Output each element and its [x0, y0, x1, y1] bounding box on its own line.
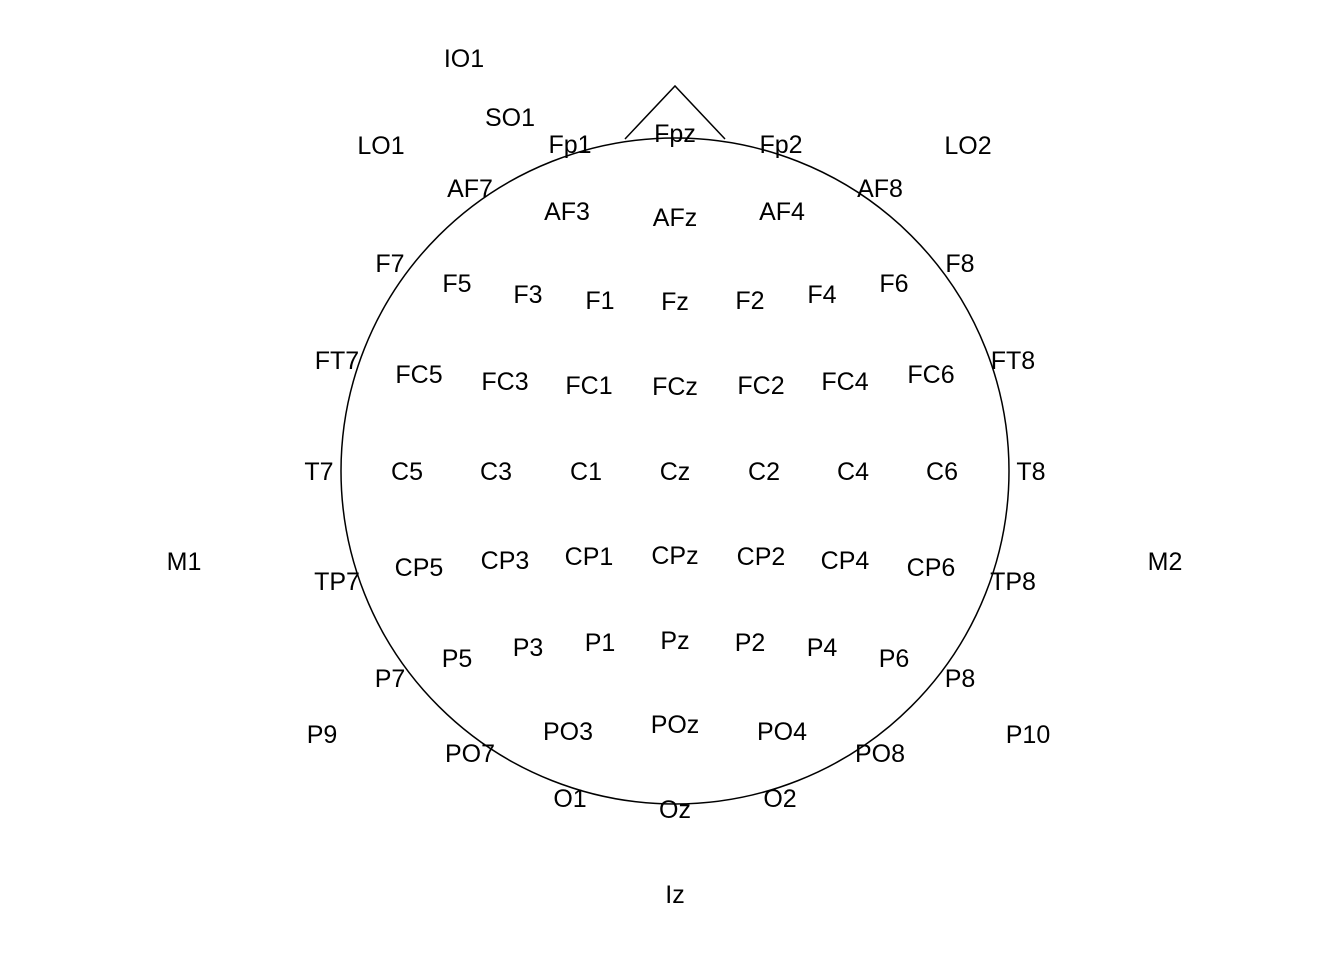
electrode-label-m1: M1 — [167, 548, 202, 576]
electrode-label-tp8: TP8 — [990, 568, 1036, 596]
electrode-label-p4: P4 — [807, 634, 838, 662]
electrode-label-c3: C3 — [480, 458, 512, 486]
electrode-label-fc4: FC4 — [821, 368, 868, 396]
electrode-label-fc2: FC2 — [737, 372, 784, 400]
electrode-label-oz: Oz — [659, 796, 691, 824]
electrode-label-p3: P3 — [513, 634, 544, 662]
electrode-label-p10: P10 — [1006, 721, 1050, 749]
electrode-label-af4: AF4 — [759, 198, 805, 226]
electrode-label-fc3: FC3 — [481, 368, 528, 396]
electrode-label-fp2: Fp2 — [759, 131, 802, 159]
electrode-label-m2: M2 — [1148, 548, 1183, 576]
electrode-label-f8: F8 — [945, 250, 974, 278]
electrode-label-t7: T7 — [304, 458, 333, 486]
electrode-label-c6: C6 — [926, 458, 958, 486]
electrode-label-f2: F2 — [735, 287, 764, 315]
electrode-label-fc6: FC6 — [907, 361, 954, 389]
electrode-label-io1: IO1 — [444, 45, 484, 73]
electrode-label-afz: AFz — [653, 204, 697, 232]
electrode-label-cpz: CPz — [651, 542, 698, 570]
electrode-label-iz: Iz — [665, 881, 684, 909]
electrode-label-c1: C1 — [570, 458, 602, 486]
electrode-label-pz: Pz — [660, 627, 689, 655]
electrode-label-o1: O1 — [553, 785, 586, 813]
electrode-label-fc5: FC5 — [395, 361, 442, 389]
electrode-label-ft7: FT7 — [315, 347, 359, 375]
electrode-label-po3: PO3 — [543, 718, 593, 746]
electrode-label-cp6: CP6 — [907, 554, 956, 582]
electrode-label-f6: F6 — [879, 270, 908, 298]
electrode-label-cz: Cz — [660, 458, 691, 486]
electrode-label-tp7: TP7 — [314, 568, 360, 596]
electrode-label-p5: P5 — [442, 645, 473, 673]
electrode-label-lo2: LO2 — [944, 132, 991, 160]
electrode-label-af8: AF8 — [857, 175, 903, 203]
electrode-label-p1: P1 — [585, 629, 616, 657]
electrode-label-so1: SO1 — [485, 104, 535, 132]
electrode-label-lo1: LO1 — [357, 132, 404, 160]
electrode-label-cp5: CP5 — [395, 554, 444, 582]
head-outline — [340, 137, 1010, 805]
electrode-label-p6: P6 — [879, 645, 910, 673]
electrode-label-cp3: CP3 — [481, 547, 530, 575]
electrode-label-cp2: CP2 — [737, 543, 786, 571]
electrode-label-fcz: FCz — [652, 373, 698, 401]
electrode-label-po8: PO8 — [855, 740, 905, 768]
electrode-label-f1: F1 — [585, 287, 614, 315]
electrode-label-af3: AF3 — [544, 198, 590, 226]
electrode-label-poz: POz — [651, 711, 700, 739]
nose-outline — [624, 84, 726, 140]
electrode-label-p8: P8 — [945, 665, 976, 693]
electrode-label-fpz: Fpz — [654, 120, 696, 148]
electrode-label-cp4: CP4 — [821, 547, 870, 575]
electrode-label-p9: P9 — [307, 721, 338, 749]
electrode-label-p7: P7 — [375, 665, 406, 693]
electrode-label-f5: F5 — [442, 270, 471, 298]
electrode-label-f3: F3 — [513, 281, 542, 309]
electrode-label-fp1: Fp1 — [548, 131, 591, 159]
electrode-label-cp1: CP1 — [565, 543, 614, 571]
electrode-label-c5: C5 — [391, 458, 423, 486]
electrode-label-fc1: FC1 — [565, 372, 612, 400]
electrode-label-po7: PO7 — [445, 740, 495, 768]
electrode-label-ft8: FT8 — [991, 347, 1035, 375]
electrode-label-f4: F4 — [807, 281, 836, 309]
electrode-label-o2: O2 — [763, 785, 796, 813]
electrode-label-po4: PO4 — [757, 718, 807, 746]
electrode-label-c4: C4 — [837, 458, 869, 486]
electrode-label-c2: C2 — [748, 458, 780, 486]
electrode-label-t8: T8 — [1016, 458, 1045, 486]
electrode-label-p2: P2 — [735, 629, 766, 657]
electrode-label-fz: Fz — [661, 288, 689, 316]
electrode-label-af7: AF7 — [447, 175, 493, 203]
electrode-label-f7: F7 — [375, 250, 404, 278]
